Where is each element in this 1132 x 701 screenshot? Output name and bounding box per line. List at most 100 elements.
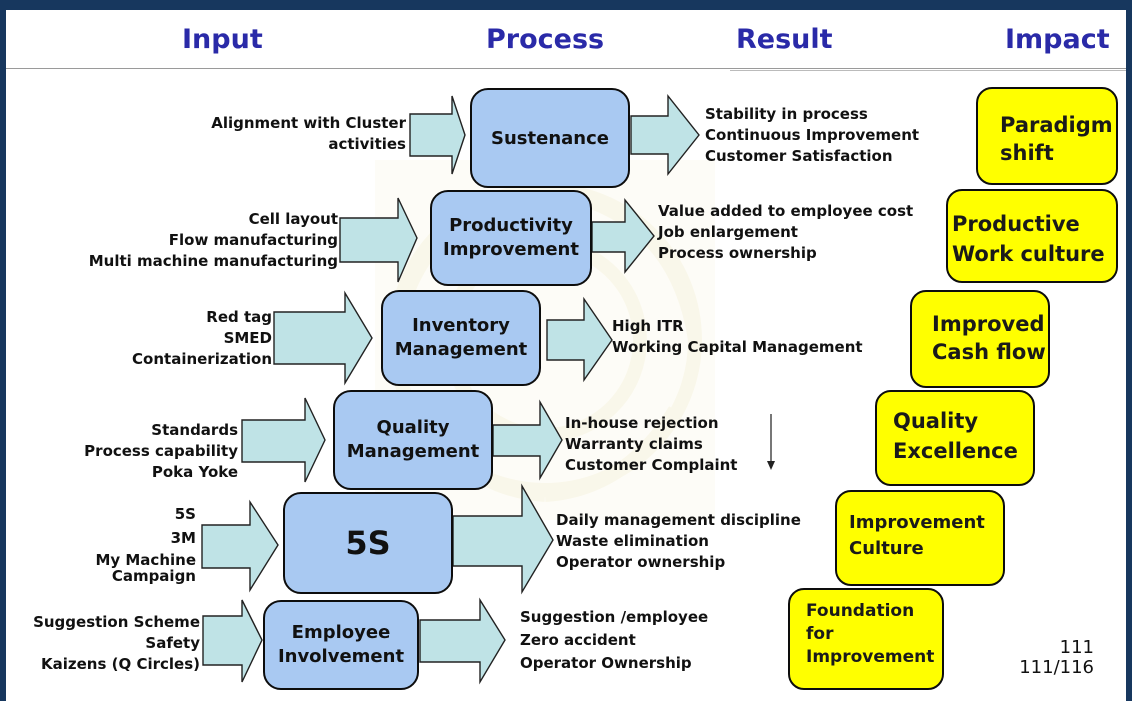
- input-arrow-row-3: [273, 290, 373, 386]
- row-5-input-1: 5S: [174, 505, 196, 523]
- process-label-line-2: Improvement: [443, 239, 579, 260]
- row-6-inputs: Suggestion Scheme Safety Kaizens (Q Circ…: [8, 612, 200, 675]
- impact-box-paradigm-shift: Paradigm shift: [976, 87, 1118, 185]
- row-2-result-2: Job enlargement: [658, 223, 798, 241]
- row-4-result-3: Customer Complaint: [565, 456, 738, 474]
- output-arrow-row-6: [419, 597, 506, 685]
- row-5-input-2: 3M: [170, 529, 196, 547]
- process-box-productivity-improvement: Productivity Improvement: [430, 190, 592, 286]
- impact-label-line-1: Productive: [952, 212, 1080, 236]
- impact-label-line-3: Improvement: [806, 647, 935, 667]
- process-box-quality-management: Quality Management: [333, 390, 493, 490]
- row-2-result-3: Process ownership: [658, 244, 817, 262]
- header-result: Result: [736, 24, 833, 55]
- header-impact: Impact: [1005, 24, 1110, 55]
- row-6-result-3: Operator Ownership: [520, 654, 692, 672]
- impact-label-line-1: Paradigm: [1000, 113, 1113, 137]
- row-3-result-2: Working Capital Management: [612, 338, 863, 356]
- trend-indicator-arrowhead: [767, 461, 775, 470]
- row-4-input-2: Process capability: [84, 442, 238, 460]
- process-label-line-1: Quality: [376, 417, 450, 438]
- process-box-employee-involvement: Employee Involvement: [263, 600, 419, 690]
- header-input: Input: [182, 24, 263, 55]
- row-1-inputs: Alignment with Cluster activities: [120, 113, 406, 155]
- header-divider: [6, 68, 1126, 69]
- row-1-input-1: Alignment with Cluster: [211, 114, 406, 132]
- header-divider-secondary: [730, 70, 1126, 71]
- process-label-line-2: Management: [394, 339, 528, 360]
- page-number: 111 111/116: [990, 638, 1094, 678]
- slide-frame-right: [1126, 0, 1132, 701]
- process-label: Sustenance: [491, 127, 609, 149]
- process-label-line-2: Management: [346, 441, 480, 462]
- row-6-input-3: Kaizens (Q Circles): [41, 655, 200, 673]
- row-4-results: In-house rejection Warranty claims Custo…: [565, 413, 737, 476]
- impact-label-line-2: shift: [1000, 141, 1054, 165]
- impact-box-productive-work-culture: Productive Work culture: [946, 189, 1118, 283]
- input-arrow-row-2: [339, 197, 418, 283]
- row-6-result-2: Zero accident: [520, 631, 636, 649]
- row-5-result-1: Daily management discipline: [556, 511, 801, 529]
- row-5-result-3: Operator ownership: [556, 553, 726, 571]
- row-3-input-1: Red tag: [206, 308, 272, 326]
- row-4-result-1: In-house rejection: [565, 414, 719, 432]
- output-arrow-row-4: [492, 399, 563, 481]
- slide-frame-left: [0, 0, 6, 701]
- row-4-inputs: Standards Process capability Poka Yoke: [50, 420, 238, 483]
- row-6-input-2: Safety: [145, 634, 200, 652]
- row-4-input-3: Poka Yoke: [151, 463, 238, 481]
- row-5-result-2: Waste elimination: [556, 532, 709, 550]
- output-arrow-row-3: [546, 296, 613, 383]
- row-5-input-4: Campaign: [111, 567, 196, 585]
- impact-label-line-1: Foundation: [806, 601, 915, 621]
- input-arrow-row-1: [409, 95, 466, 175]
- row-2-inputs: Cell layout Flow manufacturing Multi mac…: [40, 209, 338, 272]
- row-1-result-1: Stability in process: [705, 105, 868, 123]
- impact-label-line-1: Improved: [932, 312, 1045, 336]
- row-2-input-1: Cell layout: [248, 210, 338, 228]
- impact-label-line-2: Excellence: [893, 439, 1018, 463]
- row-3-inputs: Red tag SMED Containerization: [60, 307, 272, 370]
- row-3-input-2: SMED: [223, 329, 272, 347]
- impact-label-line-2: Culture: [849, 538, 924, 559]
- impact-box-foundation-for-improvement: Foundation for Improvement: [788, 588, 944, 690]
- input-arrow-row-5: [201, 499, 279, 593]
- row-3-input-3: Containerization: [132, 350, 272, 368]
- impact-box-improvement-culture: Improvement Culture: [835, 490, 1005, 586]
- page-number-line-1: 111: [1059, 637, 1094, 658]
- row-3-results: High ITR Working Capital Management: [612, 316, 863, 358]
- row-1-results: Stability in process Continuous Improvem…: [705, 104, 919, 167]
- row-5-results: Daily management discipline Waste elimin…: [556, 510, 801, 573]
- row-1-result-2: Continuous Improvement: [705, 126, 920, 144]
- process-label-line-1: Employee: [291, 622, 391, 643]
- process-box-5s: 5S: [283, 492, 453, 594]
- output-arrow-row-5: [452, 483, 554, 595]
- process-label-line-1: Productivity: [449, 215, 573, 236]
- impact-box-quality-excellence: Quality Excellence: [875, 390, 1035, 486]
- row-6-results: Suggestion /employee Zero accident Opera…: [520, 606, 708, 675]
- row-1-input-2: activities: [328, 135, 406, 153]
- row-5-input-3: My Machine: [95, 551, 196, 569]
- process-label: 5S: [345, 524, 391, 562]
- row-4-input-1: Standards: [151, 421, 238, 439]
- row-1-result-3: Customer Satisfaction: [705, 147, 893, 165]
- row-5-inputs: 5S 3M My Machine Campaign: [60, 504, 196, 584]
- process-label-line-1: Inventory: [412, 315, 510, 336]
- header-process: Process: [486, 24, 605, 55]
- impact-label-line-1: Quality: [893, 409, 979, 433]
- impact-label-line-2: Work culture: [952, 242, 1105, 266]
- slide-frame-top: [0, 0, 1132, 10]
- input-arrow-row-4: [241, 397, 326, 483]
- impact-label-line-2: Cash flow: [932, 340, 1046, 364]
- output-arrow-row-2: [591, 198, 655, 274]
- process-label-line-2: Involvement: [277, 646, 405, 667]
- impact-label-line-2: for: [806, 624, 834, 644]
- row-2-input-3: Multi machine manufacturing: [88, 252, 338, 270]
- impact-box-improved-cash-flow: Improved Cash flow: [910, 290, 1050, 388]
- process-box-sustenance: Sustenance: [470, 88, 630, 188]
- row-6-input-1: Suggestion Scheme: [33, 613, 200, 631]
- row-2-results: Value added to employee cost Job enlarge…: [658, 201, 913, 264]
- impact-label-line-1: Improvement: [849, 512, 985, 533]
